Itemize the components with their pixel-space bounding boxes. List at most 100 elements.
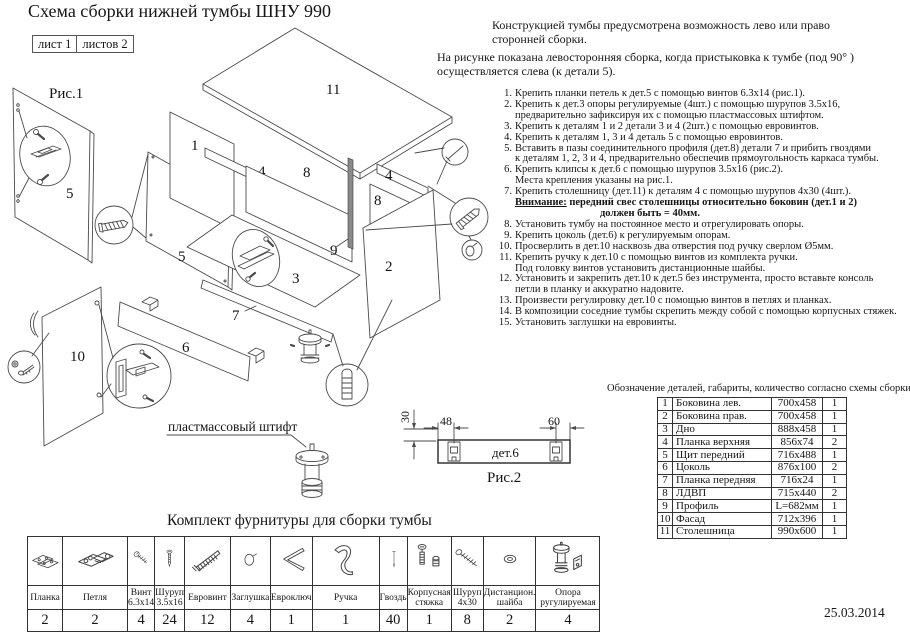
cap-icon xyxy=(244,553,258,566)
hardware-qty: 1 xyxy=(269,609,313,632)
svg-text:пластмассовый штифт: пластмассовый штифт xyxy=(168,419,297,434)
intro-paragraph-1: Конструкцией тумбы предусмотрена возможн… xyxy=(492,18,830,46)
small-leg-drawing xyxy=(291,330,329,363)
hardware-icons-row xyxy=(27,536,601,586)
step-item: 13.Произвести регулировку дет.10 с помощ… xyxy=(498,295,832,307)
clip-icon xyxy=(142,297,158,311)
screw-callout xyxy=(8,351,40,383)
plinth-6: 6 xyxy=(118,297,264,381)
hardware-qty: 12 xyxy=(183,609,231,632)
page-title: Схема сборки нижней тумбы ШНУ 990 xyxy=(28,1,331,21)
step-item: 5.Вставить в пазы соединительного профил… xyxy=(504,142,879,165)
warning-note: Внимание: передний свес столешницы относ… xyxy=(515,197,857,219)
screw-icon xyxy=(133,550,147,563)
hardware-qty-row: 2 2 4 24 12 4 1 1 40 1 8 2 4 xyxy=(27,609,601,632)
dim-60: 60 xyxy=(540,414,584,443)
countertop-panel-11: 11 xyxy=(203,28,452,179)
step-item: 10.Просверлить в дет.10 насквозь два отв… xyxy=(498,240,834,252)
fig2-part-label: дет.6 xyxy=(492,445,519,460)
part-label-9: 9 xyxy=(330,243,338,259)
euroscrew-icon xyxy=(192,549,221,571)
clip-icon-2 xyxy=(248,348,264,363)
cam-bolt-icon xyxy=(417,543,440,566)
hardware-label: Шуруп 4х30 xyxy=(450,585,484,610)
step-item: 1.Крепить планки петель к дет.5 с помощь… xyxy=(504,88,806,99)
part-label-4r: 4 xyxy=(385,168,393,184)
part-label-5: 5 xyxy=(66,186,74,202)
profile-9 xyxy=(348,158,353,249)
dim-30: 30 xyxy=(398,410,438,459)
handle-icon xyxy=(30,311,38,337)
part-label-5b: 5 xyxy=(178,249,186,265)
hardware-label: Корпусная стяжка xyxy=(406,585,452,610)
dowel-callout xyxy=(326,300,392,406)
svg-text:30: 30 xyxy=(398,411,412,423)
fig1-panel-5: 5 xyxy=(13,88,94,263)
side-panel-2 xyxy=(363,190,440,338)
hardware-label: Винт 6.3х14 xyxy=(126,585,156,610)
part-label-1: 1 xyxy=(191,138,199,154)
svg-text:48: 48 xyxy=(440,414,452,428)
hardware-qty: 24 xyxy=(154,609,185,632)
washer-icon xyxy=(503,554,516,563)
part-label-4l: 4 xyxy=(258,164,266,180)
hinge-plate-icon xyxy=(32,554,59,568)
part-label-11: 11 xyxy=(326,82,340,98)
sheet-total: листов 2 xyxy=(77,35,134,53)
fig2-label: Рис.2 xyxy=(487,470,521,486)
screw-icon xyxy=(455,548,478,566)
fig1-label: Рис.1 xyxy=(49,86,83,102)
hardware-qty: 1 xyxy=(311,609,380,632)
step-item: 15.Установить заглушки на евровинты. xyxy=(498,317,677,329)
hardware-qty: 40 xyxy=(378,609,408,632)
intro-paragraph-2: На рисунке показана левосторонняя сборка… xyxy=(437,50,855,78)
carcass: 1 4 8 4 8 9 3 2 xyxy=(170,112,440,338)
step-item: 7.Крепить столешницу (дет.11) к деталям … xyxy=(504,186,857,219)
part-label-6: 6 xyxy=(182,340,190,356)
hardware-label: Гвоздь xyxy=(378,585,408,610)
date-stamp: 25.03.2014 xyxy=(824,605,885,620)
hardware-qty: 8 xyxy=(450,609,484,632)
step-item: 12.Установить и закрепить дет.10 к дет.5… xyxy=(498,273,874,296)
screw-icon xyxy=(166,549,173,567)
nail-callout xyxy=(415,139,468,184)
part-label-7: 7 xyxy=(232,308,240,324)
step-item: 2.Крепить к дет.3 опоры регулируемые (4ш… xyxy=(504,98,841,121)
hinge-plate-callout xyxy=(225,223,287,292)
hardware-label: Петля xyxy=(62,585,128,610)
hardware-label: Евроключ xyxy=(269,585,313,610)
fig2-clip-left xyxy=(448,442,460,461)
sheet-number: лист 1 xyxy=(32,35,78,53)
steps-list: 1.Крепить планки петель к дет.5 с помощь… xyxy=(496,88,910,329)
parts-table-caption: Обозначение деталей, габариты, количеств… xyxy=(607,383,910,394)
svg-text:60: 60 xyxy=(548,414,560,428)
hexkey-icon xyxy=(283,547,305,571)
hardware-qty: 2 xyxy=(27,609,63,632)
plastic-pin-label: пластмассовый штифт xyxy=(167,419,306,447)
part-label-2: 2 xyxy=(385,259,393,275)
hardware-label: Планка xyxy=(27,585,63,610)
hardware-title: Комплект фурнитуры для сборки тумбы xyxy=(167,512,432,529)
step-item: 9.Крепить цоколь (дет.6) к регулируемым … xyxy=(504,229,731,241)
fig2-drawing: дет.6 Рис.2 48 60 30 xyxy=(398,410,584,486)
step-item: 6.Крепить клипсы к дет.6 с помощью шуруп… xyxy=(504,164,783,187)
hardware-labels-row: Планка Петля Винт 6.3х14 Шуруп 3.5х16 Ев… xyxy=(27,585,601,610)
hardware-label: Заглушка xyxy=(229,585,271,610)
hardware-label: Евровинт xyxy=(183,585,231,610)
hardware-label: Дистанцион. шайба xyxy=(482,585,537,610)
part-label-8r: 8 xyxy=(374,193,382,209)
facade-panel-10: 10 xyxy=(8,287,171,446)
hinge-callout xyxy=(107,344,171,408)
hardware-table: Планка Петля Винт 6.3х14 Шуруп 3.5х16 Ев… xyxy=(27,536,601,632)
front-rail-7: 7 xyxy=(201,280,333,342)
